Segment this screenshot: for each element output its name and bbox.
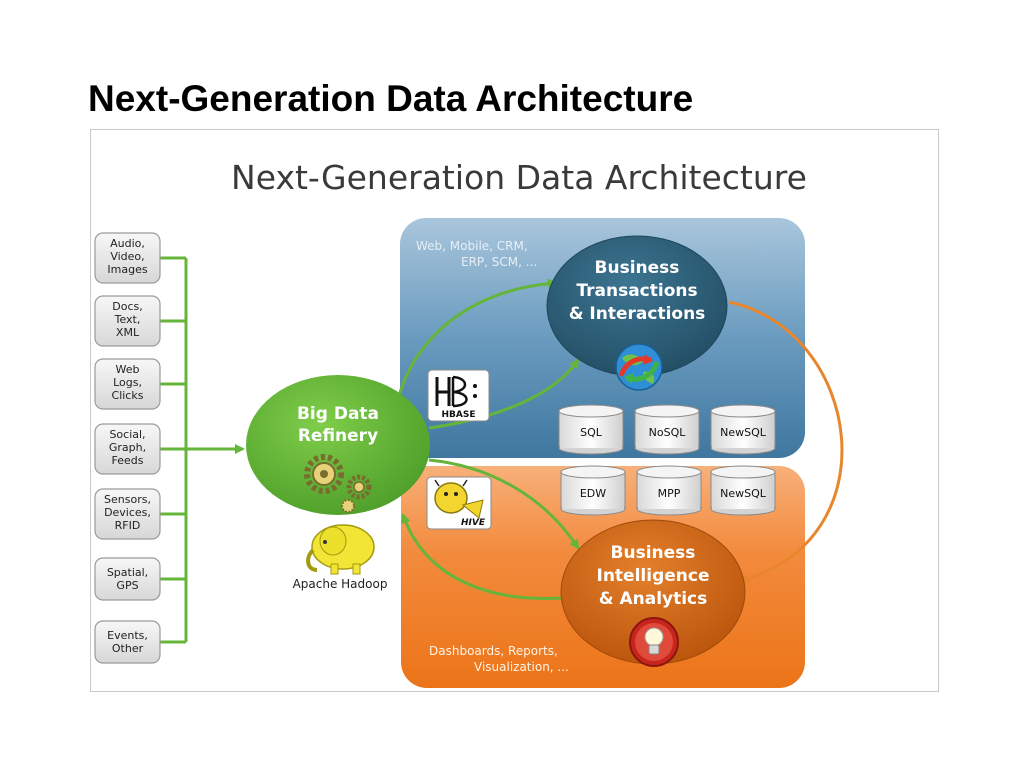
hadoop-caption: Apache Hadoop [293,577,388,591]
source-box: Events, Other [94,620,161,664]
source-box: Sensors, Devices, RFID [94,488,161,540]
transactions-label-line: Transactions [576,281,697,301]
source-box: Audio, Video, Images [94,232,161,284]
flow-arrow [728,300,844,584]
source-box: Social, Graph, Feeds [94,423,161,475]
architecture-figure: Next-Generation Data Architecture Web, M… [90,129,939,692]
source-box: Docs, Text, XML [94,295,161,347]
flow-arrow [428,458,580,550]
database-edw: EDW [560,465,626,516]
hbase-logo: HBASE [427,369,490,422]
source-line: Social, [109,428,145,441]
source-line: Events, [107,629,148,642]
gears-icon [304,454,372,513]
analytics-label-line: Intelligence [597,566,710,586]
database-label: NoSQL [649,426,687,439]
source-line: Docs, [112,300,142,313]
source-line: Clicks [112,389,144,402]
source-line: Other [112,642,144,655]
flow-arrow [428,358,580,430]
database-newsql: NewSQL [710,404,776,455]
hadoop-elephant-logo [306,524,375,575]
source-line: Feeds [112,454,144,467]
slide-title: Next-Generation Data Architecture [88,78,694,119]
lightbulb-icon [629,617,679,667]
architecture-diagram: Next-Generation Data Architecture Web, M… [94,158,844,688]
source-line: Sensors, [104,493,151,506]
refinery-label-line: Big Data [297,404,379,424]
source-line: RFID [115,519,141,532]
source-line: XML [116,326,140,339]
globe-exchange-icon [615,343,663,391]
analytics-caption: Dashboards, Reports, Visualization, ... [429,644,569,674]
source-line: Graph, [109,441,146,454]
database-newsql: NewSQL [710,465,776,516]
source-box: Web Logs, Clicks [94,358,161,410]
database-mpp: MPP [636,465,702,516]
source-line: Devices, [104,506,151,519]
hive-logo-text: HIVE [461,518,486,528]
diagram-title: Next-Generation Data Architecture [231,158,807,197]
source-line: Web [116,363,140,376]
source-line: Video, [110,250,144,263]
database-label: MPP [658,487,681,500]
flow-arrow [400,513,562,600]
source-line: GPS [116,579,138,592]
database-label: NewSQL [720,426,767,439]
source-line: Images [107,263,147,276]
analytics-label-line: & Analytics [599,589,708,609]
transactions-label-line: Business [595,258,680,278]
source-line: Audio, [110,237,145,250]
refinery-label-line: Refinery [298,426,378,446]
source-line: Text, [114,313,141,326]
transactions-caption-line: ERP, SCM, ... [461,255,537,269]
hive-logo: HIVE [426,476,492,530]
hbase-logo-text: HBASE [442,410,476,420]
transactions-caption-line: Web, Mobile, CRM, [416,239,528,253]
database-label: SQL [580,426,603,439]
source-connector [159,256,245,644]
database-label: NewSQL [720,487,767,500]
flow-arrow [394,278,558,413]
source-box: Spatial, GPS [94,557,161,601]
refinery-circle [246,375,430,515]
analytics-label-line: Business [611,543,696,563]
transactions-caption: Web, Mobile, CRM, ERP, SCM, ... [416,239,537,269]
database-nosql: NoSQL [634,404,700,455]
database-sql: SQL [558,404,624,455]
analytics-caption-line: Visualization, ... [474,660,569,674]
source-line: Spatial, [107,566,148,579]
database-label: EDW [580,487,606,500]
analytics-caption-line: Dashboards, Reports, [429,644,558,658]
transactions-label-line: & Interactions [569,304,706,324]
source-line: Logs, [113,376,142,389]
